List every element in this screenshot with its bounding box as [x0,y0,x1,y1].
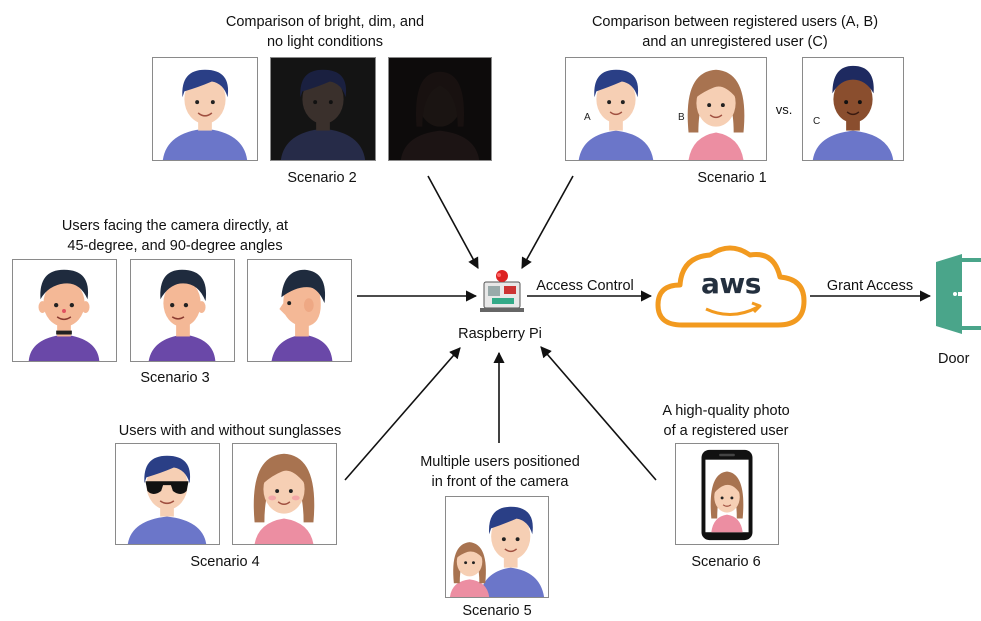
scenario3-front-face [12,259,117,362]
grant-access-label: Grant Access [826,278,914,294]
door-icon [934,252,981,336]
scenario1-description-line1: Comparison between registered users (A, … [591,14,879,30]
door-label: Door [938,351,970,367]
cloud-outline [655,245,807,328]
arrow-scenario1 [521,175,574,269]
scenario2-no-light-face [388,57,492,161]
scenario1-description-line2: and an unregistered user (C) [642,34,828,50]
scenario5-description-line1: Multiple users positioned [420,454,580,470]
scenario6-description-line1: A high-quality photo [662,403,790,419]
arrow-scenario6 [540,346,657,481]
arrow-scenario4 [344,347,461,481]
scenario2-description-line2: no light conditions [266,34,384,50]
scenario5-multiple-users [445,496,549,598]
aws-cloud: aws [652,237,810,337]
scenario3-description-line2: 45-degree, and 90-degree angles [67,238,283,254]
scenario5-description: Multiple users positioned in front of th… [370,452,630,492]
raspberry-pi-icon [478,268,526,318]
scenario2-dim-face [270,57,376,161]
scenario1-description: Comparison between registered users (A, … [530,12,940,52]
scenario4-name: Scenario 4 [190,554,260,570]
scenario6-description-line2: of a registered user [663,423,789,439]
scenario5-description-line2: in front of the camera [431,474,569,490]
scenario3-description-line1: Users facing the camera directly, at [61,218,289,234]
scenario1-label-b: B [678,112,685,123]
scenario2-name: Scenario 2 [287,170,357,186]
scenario1-label-c: C [813,116,821,127]
scenario5-name: Scenario 5 [462,603,532,619]
scenario1-registered-users-box [565,57,767,161]
scenario4-description: Users with and without sunglasses [118,423,342,439]
scenario1-name: Scenario 1 [697,170,767,186]
scenario2-description: Comparison of bright, dim, and no light … [175,12,475,52]
scenario4-sunglasses-face [115,443,220,545]
scenario6-name: Scenario 6 [691,554,761,570]
scenario3-45-degree-face [130,259,235,362]
arrow-scenario2 [427,175,479,269]
scenario6-description: A high-quality photo of a registered use… [626,401,826,441]
scenario3-description: Users facing the camera directly, at 45-… [20,216,330,256]
aws-logo-text: aws [701,267,761,300]
scenario3-name: Scenario 3 [140,370,210,386]
scenario2-description-line1: Comparison of bright, dim, and [225,14,425,30]
raspberry-pi-label: Raspberry Pi [458,326,542,342]
scenario1-label-a: A [584,112,591,123]
scenario6-phone-photo-box [675,443,779,545]
scenario1-unregistered-user-box [802,57,904,161]
scenario4-no-sunglasses-face [232,443,337,545]
scenario1-vs-label: vs. [775,102,793,117]
scenario2-bright-face [152,57,258,161]
access-control-label: Access Control [536,278,634,294]
scenario3-90-degree-face [247,259,352,362]
